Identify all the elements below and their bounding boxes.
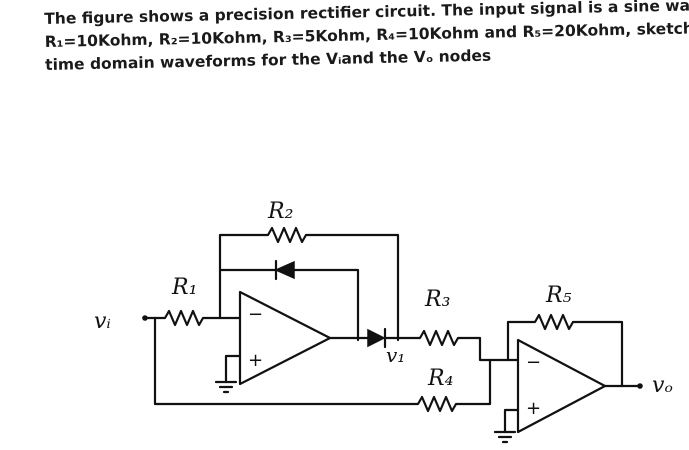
output-diode xyxy=(328,327,400,349)
resistor-r4 xyxy=(153,316,492,413)
r3-label: R₃ xyxy=(424,287,450,312)
r5-label: R₅ xyxy=(545,283,572,308)
opamp2-plus: + xyxy=(526,398,541,419)
resistor-r3 xyxy=(396,329,520,362)
feedback-diode xyxy=(218,259,360,342)
opamp2-minus: − xyxy=(526,352,541,373)
r1-label: R₁ xyxy=(171,275,197,300)
feedback-r2 xyxy=(218,226,400,342)
vi-label: vᵢ xyxy=(94,309,111,334)
opamp1-plus: + xyxy=(248,350,263,371)
opamp-1: − + xyxy=(214,290,332,394)
opamp-2: − + xyxy=(493,338,607,444)
opamp1-minus: − xyxy=(248,304,263,325)
feedback-r5 xyxy=(506,313,643,389)
v1-label: v₁ xyxy=(386,343,405,367)
r2-label: R₂ xyxy=(267,199,293,224)
input-wire xyxy=(142,309,242,327)
r4-label: R₄ xyxy=(427,366,453,391)
vo-label: vₒ xyxy=(652,373,673,398)
